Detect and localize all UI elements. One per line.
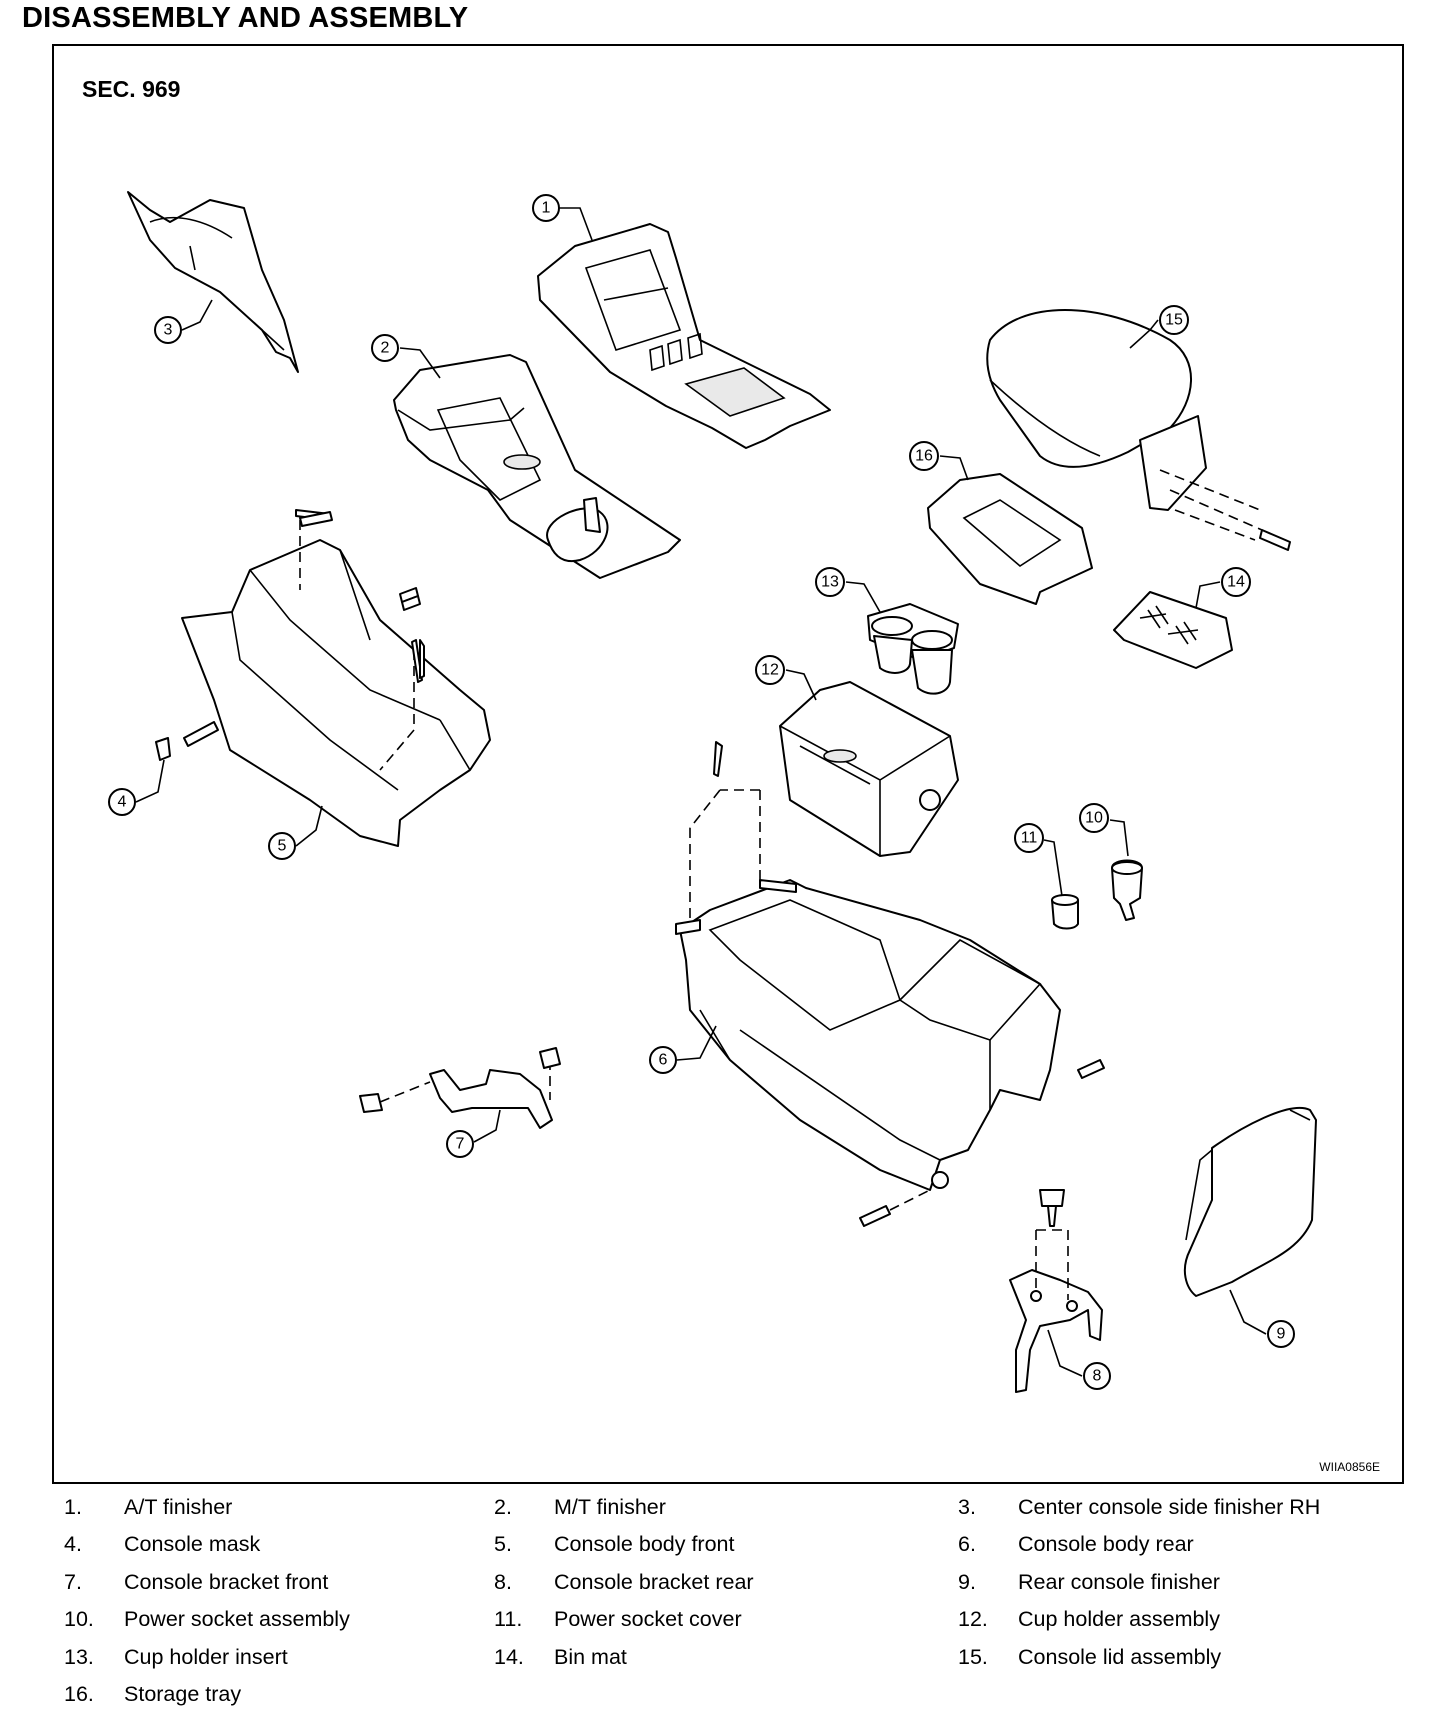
legend-number: 2. <box>494 1495 512 1519</box>
part-1-at-finisher <box>537 223 831 449</box>
legend-number: 14. <box>494 1645 524 1669</box>
svg-text:10: 10 <box>1085 810 1103 827</box>
part-16-storage-tray <box>927 473 1093 605</box>
callout-12: 12 <box>755 655 785 685</box>
legend-label: Power socket assembly <box>124 1607 350 1631</box>
part-11-power-socket-cover <box>1051 894 1079 930</box>
part-8-console-bracket-rear <box>1009 1189 1103 1393</box>
callout-markers: 1 2 3 4 5 6 7 8 9 10 11 12 13 14 15 16 <box>108 194 1295 1390</box>
callout-7: 7 <box>446 1130 474 1158</box>
callout-leaders <box>135 207 1267 1377</box>
svg-text:8: 8 <box>1093 1368 1102 1385</box>
part-15-console-lid <box>986 309 1291 551</box>
legend-number: 16. <box>64 1682 94 1706</box>
callout-4: 4 <box>108 788 136 816</box>
svg-text:6: 6 <box>659 1052 668 1069</box>
svg-text:14: 14 <box>1227 574 1245 591</box>
callout-5: 5 <box>268 832 296 860</box>
svg-text:4: 4 <box>118 794 127 811</box>
legend-label: Cup holder insert <box>124 1645 288 1669</box>
legend-number: 13. <box>64 1645 94 1669</box>
part-4-console-mask <box>155 721 219 761</box>
legend-label: M/T finisher <box>554 1495 666 1519</box>
legend-label: Console bracket rear <box>554 1570 754 1594</box>
callout-2: 2 <box>371 334 399 362</box>
legend-number: 11. <box>494 1607 523 1631</box>
callout-1: 1 <box>532 194 560 222</box>
callout-14: 14 <box>1221 567 1251 597</box>
part-7-console-bracket-front <box>359 1047 561 1129</box>
legend-label: Rear console finisher <box>1018 1570 1220 1594</box>
part-9-rear-console-finisher <box>1183 1107 1317 1297</box>
callout-10: 10 <box>1079 803 1109 833</box>
legend-number: 8. <box>494 1570 512 1594</box>
legend-number: 3. <box>958 1495 976 1519</box>
svg-text:9: 9 <box>1277 1326 1286 1343</box>
legend-number: 9. <box>958 1570 976 1594</box>
callout-15: 15 <box>1159 305 1189 335</box>
part-3-side-finisher <box>127 191 299 373</box>
legend-number: 5. <box>494 1532 512 1556</box>
svg-text:1: 1 <box>542 200 551 217</box>
svg-text:3: 3 <box>164 322 173 339</box>
legend-label: Power socket cover <box>554 1607 742 1631</box>
legend-number: 15. <box>958 1645 988 1669</box>
legend-number: 4. <box>64 1532 82 1556</box>
screws <box>299 511 1105 1227</box>
svg-text:11: 11 <box>1021 830 1038 847</box>
legend-number: 10. <box>64 1607 94 1631</box>
callout-3: 3 <box>154 316 182 344</box>
legend-label: Cup holder assembly <box>1018 1607 1220 1631</box>
part-12-cup-holder-assembly <box>779 681 959 857</box>
section-label: SEC. 969 <box>82 76 181 102</box>
page-title: DISASSEMBLY AND ASSEMBLY <box>22 2 469 34</box>
part-13-cup-holder-insert <box>867 603 959 695</box>
callout-8: 8 <box>1083 1362 1111 1390</box>
svg-text:5: 5 <box>278 838 287 855</box>
part-2-mt-finisher <box>393 354 681 579</box>
legend-number: 1. <box>64 1495 82 1519</box>
svg-text:13: 13 <box>821 574 839 591</box>
callout-6: 6 <box>649 1046 677 1074</box>
svg-text:7: 7 <box>456 1136 465 1153</box>
callout-13: 13 <box>815 567 845 597</box>
legend-label: Console mask <box>124 1532 261 1556</box>
legend-label: Console body rear <box>1018 1532 1194 1556</box>
callout-9: 9 <box>1267 1320 1295 1348</box>
svg-text:16: 16 <box>915 448 933 465</box>
legend-label: Console bracket front <box>124 1570 329 1594</box>
legend-number: 7. <box>64 1570 82 1594</box>
part-6-console-body-rear <box>675 789 1061 1191</box>
part-10-power-socket-assembly <box>1111 859 1143 921</box>
legend-label: Storage tray <box>124 1682 242 1706</box>
callout-11: 11 <box>1014 823 1044 853</box>
callout-16: 16 <box>909 441 939 471</box>
svg-text:2: 2 <box>381 340 390 357</box>
legend-number: 6. <box>958 1532 976 1556</box>
legend-label: Center console side finisher RH <box>1018 1495 1321 1519</box>
legend-label: Console body front <box>554 1532 735 1556</box>
diagram-frame: SEC. 969 WIIA0856E <box>52 44 1404 1484</box>
svg-text:15: 15 <box>1165 312 1183 329</box>
part-5-console-body-front <box>181 509 491 847</box>
part-14-bin-mat <box>1113 591 1233 669</box>
exploded-view-diagram: 1 2 3 4 5 6 7 8 9 10 11 12 13 14 15 16 <box>108 191 1317 1393</box>
legend-label: Bin mat <box>554 1645 627 1669</box>
figure-code: WIIA0856E <box>1319 1460 1380 1474</box>
legend-label: Console lid assembly <box>1018 1645 1222 1669</box>
legend-number: 12. <box>958 1607 988 1631</box>
svg-text:12: 12 <box>761 662 779 679</box>
legend-label: A/T finisher <box>124 1495 233 1519</box>
